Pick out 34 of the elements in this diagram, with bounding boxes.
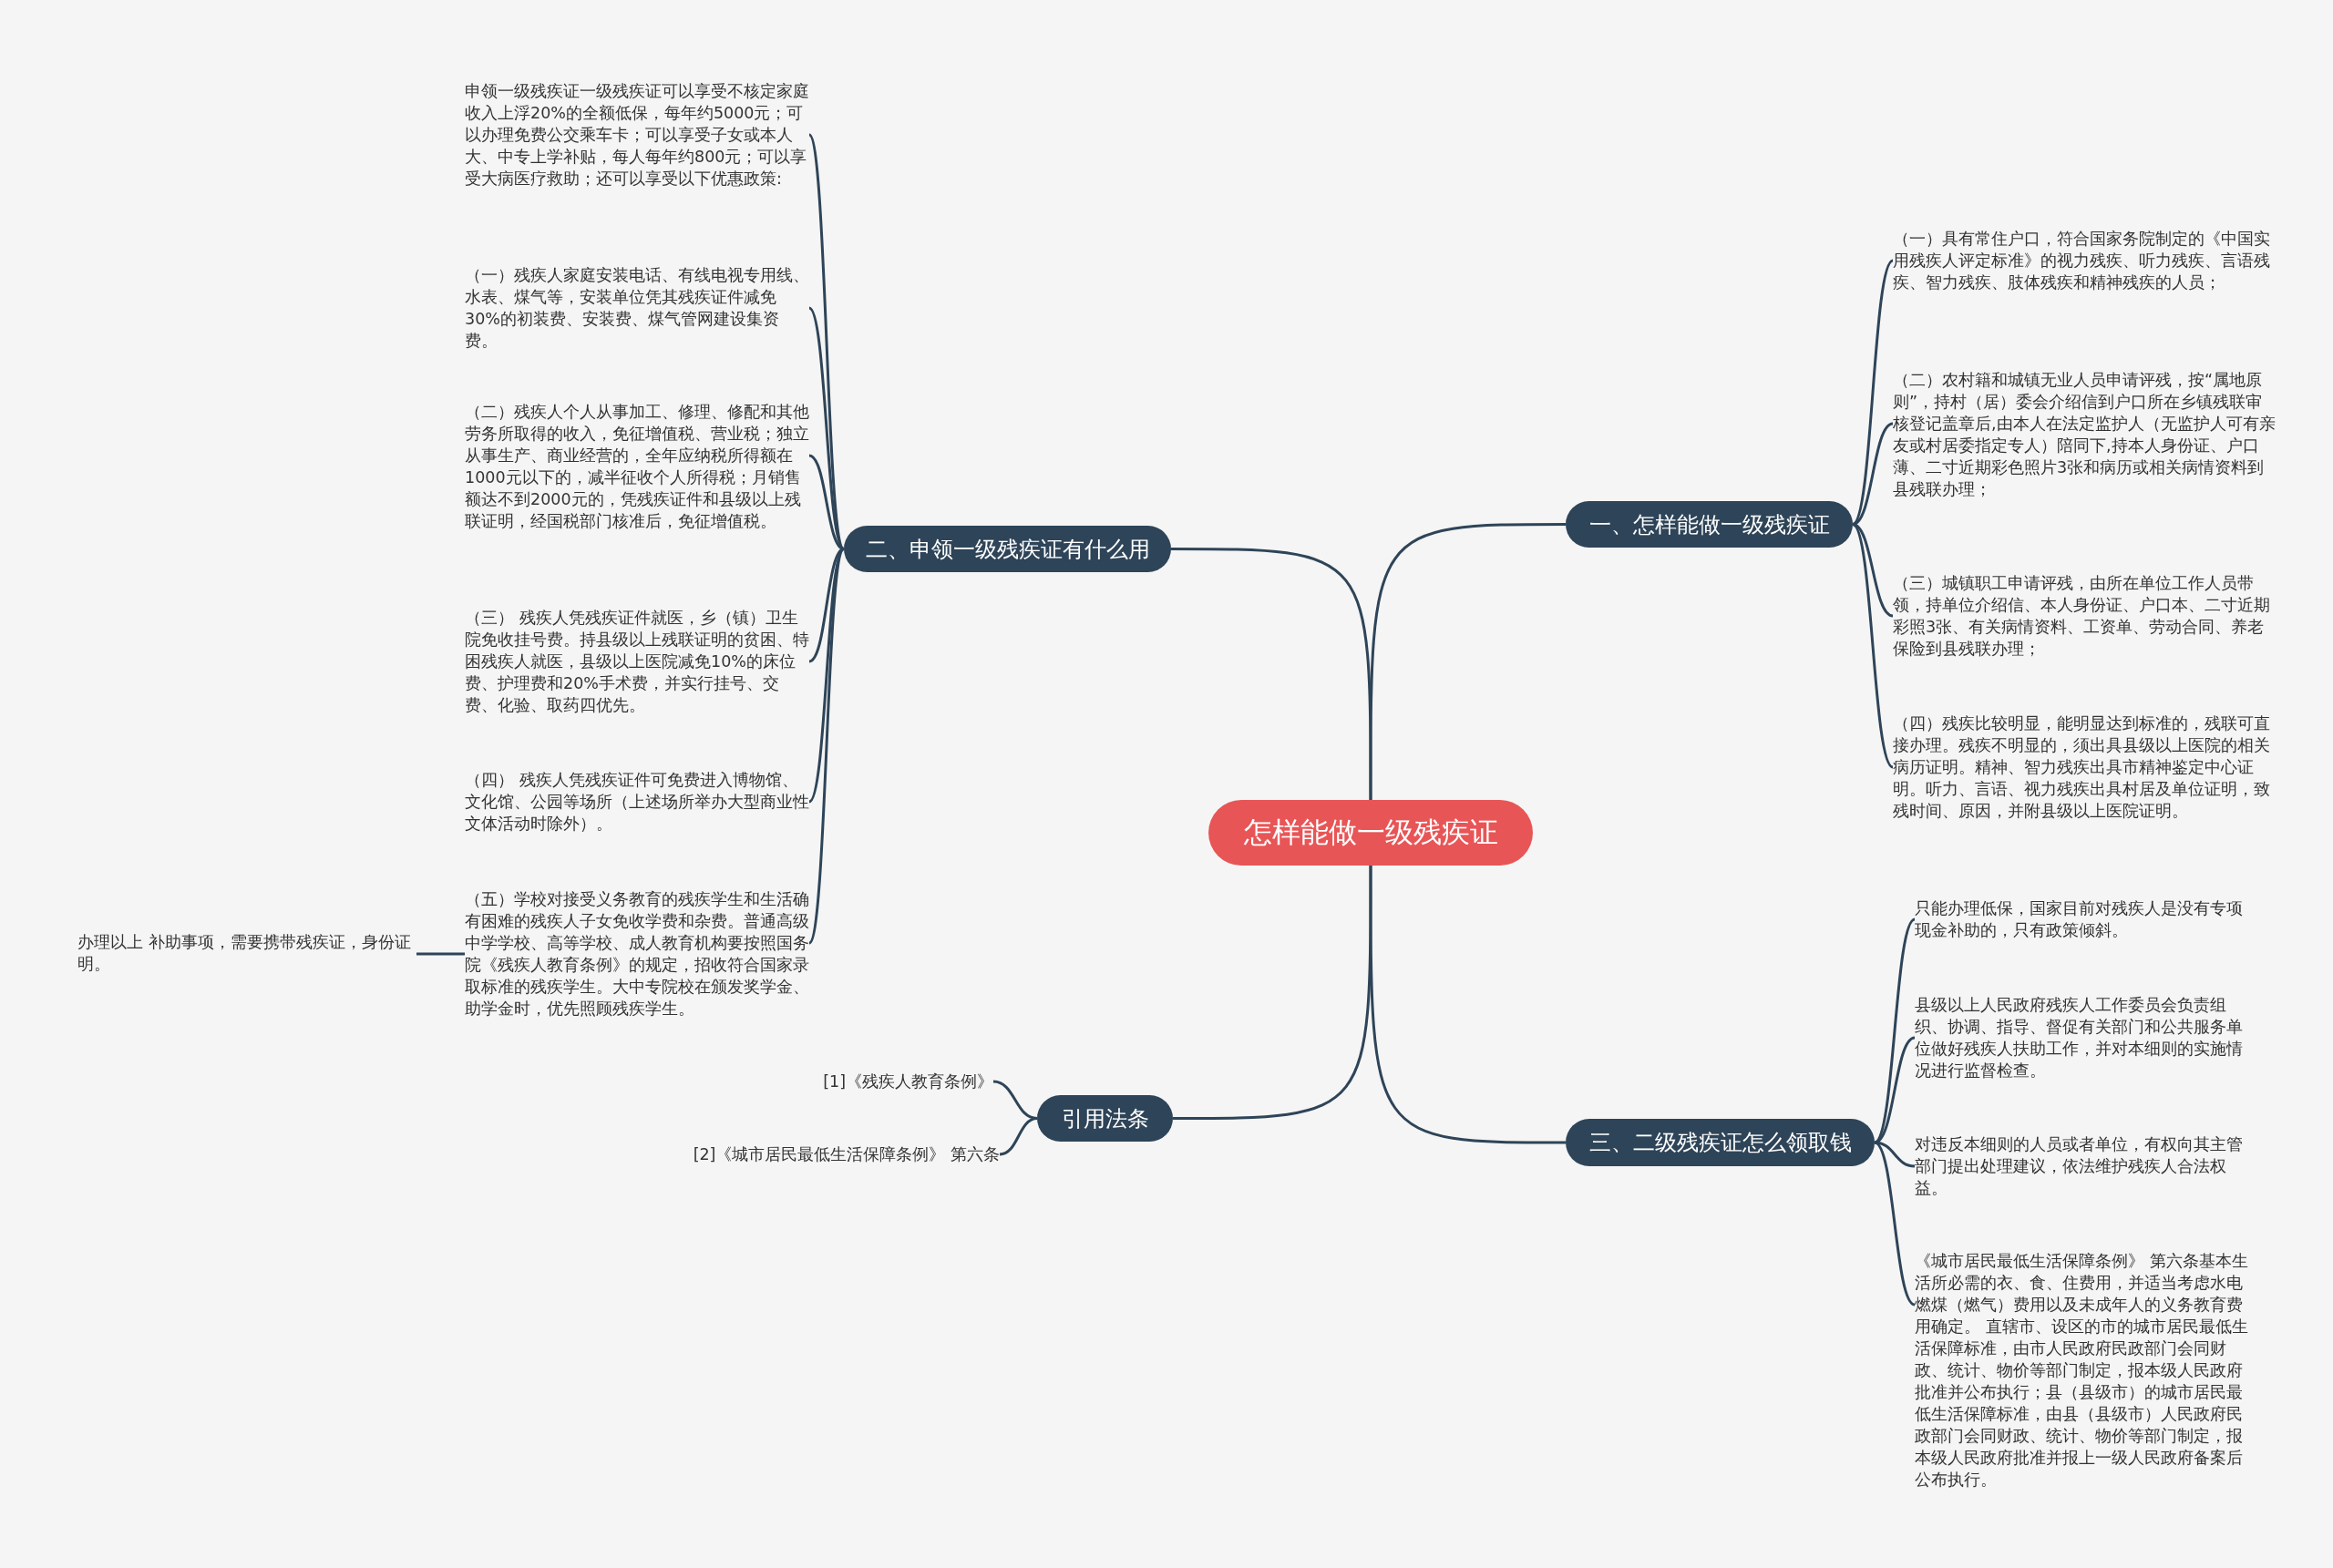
topic-text: （一）残疾人家庭安装电话、有线电视专用线、水表、煤气等，安装单位凭其残疾证件减免30%的初装费、安装费、煤气管网建设集资费。 [465,264,809,352]
topic-text: （四）残疾比较明显，能明显达到标准的，残联可直接办理。残疾不明显的，须出具县级以上医院的相关病历证明。精神、智力残疾出具市精神鉴定中心证明。听力、言语、视力残疾出具村居及单位证明，致残时间、原因，并附县级以上医院证明。 [1893,712,2277,822]
topic-text: （三）城镇职工申请评残，由所在单位工作人员带领，持单位介绍信、本人身份证、户口本、二寸近期彩照3张、有关病情资料、工资单、劳动合同、养老保险到县残联办理； [1893,572,2277,660]
topic-text: 县级以上人民政府残疾人工作委员会负责组织、协调、指导、督促有关部门和公共服务单位做好残疾人扶助工作，并对本细则的实施情况进行监督检查。 [1915,994,2256,1081]
connector-line [1369,866,1566,1144]
connector-line [1852,422,1894,526]
topic-text: （五）学校对接受义务教育的残疾学生和生活确有困难的残疾人子女免收学费和杂费。普通高级中学学校、高等学校、成人教育机构要按照国务院《残疾人教育条例》的规定，招收符合国家录取标准的残疾学生。大中专院校在颁发奖学金、助学金时，优先照顾残疾学生。 [465,888,809,1020]
topic-text: （二）农村籍和城镇无业人员申请评残，按“属地原则”，持村（居）委会介绍信到户口所在乡镇残联审核登记盖章后,由本人在法定监护人（无监护人可有亲友或村居委指定专人）陪同下,持本人身份证、户口薄、二寸近期彩色照片3张和病历或相关病情资料到县残联办理； [1893,369,2277,500]
connector-line [1874,1141,1916,1307]
connector-line [1852,523,1894,618]
topic-text: （三） 残疾人凭残疾证件就医，乡（镇）卫生院免收挂号费。持县级以上残联证明的贫困、特困残疾人就医，县级以上医院减免10%的床位费、护理费和20%手术费，并实行挂号、交费、化验、取药四优先。 [465,607,809,716]
connector-line [1851,523,1895,769]
topic-text: （二）残疾人个人从事加工、修理、修配和其他劳务所取得的收入，免征增值税、营业税；独立从事生产、商业经营的，全年应纳税所得额在1000元以下的，减半征收个人所得税；月销售额达不到2000元的，凭残疾证件和县级以上残联证明，经国税部门核准后，免征增值税。 [465,401,809,532]
topic-text: 对违反本细则的人员或者单位，有权向其主管部门提出处理建议，依法维护残疾人合法权益。 [1915,1133,2256,1199]
topic-box: 二、申领一级残疾证有什么用 [844,526,1171,572]
topic-text: 《城市居民最低生活保障条例》 第六条基本生活所必需的衣、食、住费用，并适当考虑水电燃煤（燃气）费用以及未成年人的义务教育费用确定。 直辖市、设区的市的城市居民最低生活保障标准，由市人民政府民政部门会同财政、统计、物价等部门制定，报本级人民政府批准并公布执行；县（县级市）的城市居民最低生活保障标准，由县（县级市）人民政府民政部门会同财政、统计、物价等部门制定，报本级人民政府批准并报上一级人民政府备案后公布执行。 [1915,1250,2256,1491]
connector-line [1851,260,1895,526]
connector-line [1173,866,1372,1120]
topic-text: 申领一级残疾证一级残疾证可以享受不核定家庭收入上浮20%的全额低保，每年约5000元；可以办理免费公交乘车卡；可以享受子女或本人大、中专上学补贴，每人每年约800元；可以享受大病医疗救助；还可以享受以下优惠政策: [465,80,809,190]
topic-text: [2]《城市居民最低生活保障条例》 第六条 [638,1143,1000,1165]
topic-box: 三、二级残疾证怎么领取钱 [1566,1119,1875,1166]
connector-line [1171,548,1372,800]
topic-box: 一、怎样能做一级残疾证 [1566,501,1853,548]
connector-line [807,548,846,944]
topic-text: [1]《残疾人教育条例》 [747,1071,993,1092]
connector-line [416,952,465,956]
topic-text: （四） 残疾人凭残疾证件可免费进入博物馆、文化馆、公园等场所（上述场所举办大型商业性文体活动时除外）。 [465,769,809,835]
central-topic: 怎样能做一级残疾证 [1208,800,1533,866]
topic-text: 办理以上 补助事项，需要携带残疾证，身份证明。 [77,931,416,975]
topic-text: （一）具有常住户口，符合国家务院制定的《中国实用残疾人评定标准》的视力残疾、听力残疾、言语残疾、智力残疾、肢体残疾和精神残疾的人员； [1893,228,2277,293]
topic-box: 引用法条 [1037,1095,1173,1142]
connector-line [1369,523,1566,800]
topic-text: 只能办理低保，国家目前对残疾人是没有专项现金补助的，只有政策倾斜。 [1915,897,2256,941]
connector-line [999,1117,1038,1156]
